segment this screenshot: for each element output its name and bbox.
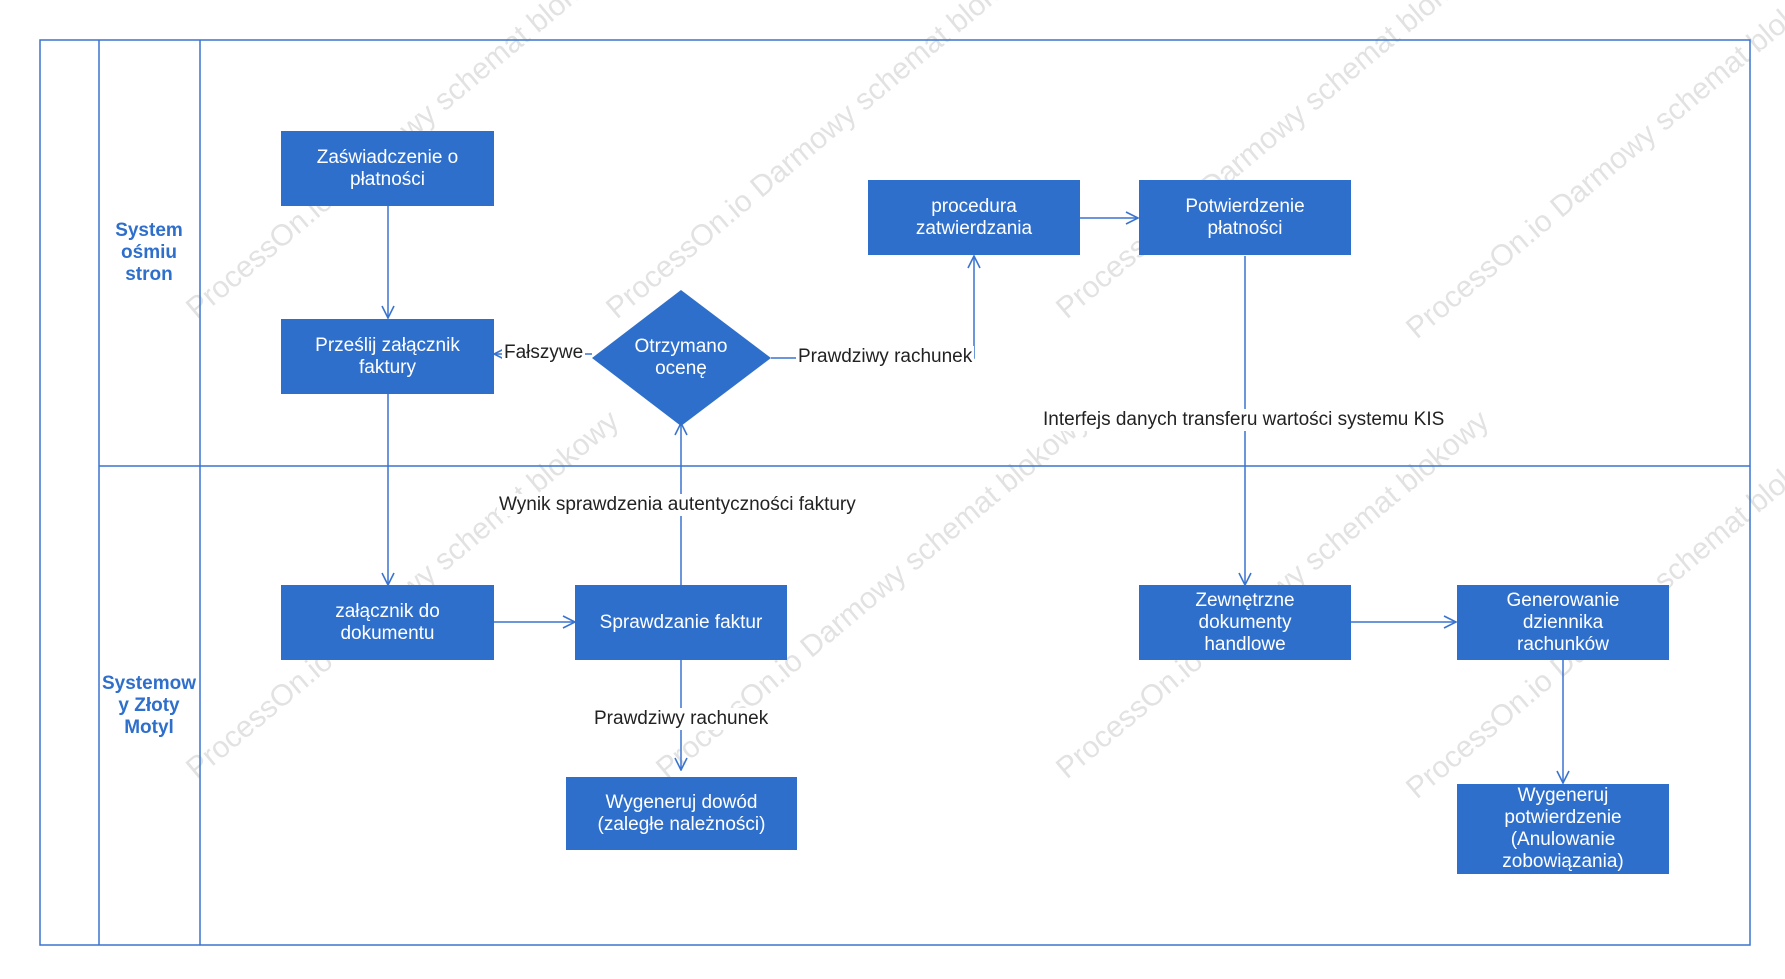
- decision-diamond: [592, 290, 771, 426]
- node-sprawdzanie[interactable]: Sprawdzanie faktur: [575, 585, 787, 660]
- node-procedura[interactable]: procedura zatwierdzania: [868, 180, 1080, 255]
- edge-label-falszywe: Fałszywe: [502, 342, 586, 364]
- lane-label-top: System ośmiu stron: [115, 220, 183, 285]
- lane-label-bottom: Systemow y Złoty Motyl: [102, 672, 196, 738]
- edge-label-interfejs: Interfejs danych transferu wartości syst…: [1041, 409, 1447, 431]
- node-zewnetrzne[interactable]: Zewnętrzne dokumenty handlowe: [1139, 585, 1351, 660]
- node-zalacznik[interactable]: załącznik do dokumentu: [281, 585, 494, 660]
- edge-label-prawdziwy-top: Prawdziwy rachunek: [796, 346, 975, 368]
- edge-otrzymano-procedura: [771, 256, 974, 359]
- node-przeslij[interactable]: Prześlij załącznik faktury: [281, 319, 494, 394]
- edge-label-wynik: Wynik sprawdzenia autentyczności faktury: [497, 494, 858, 516]
- node-potwierdzenie[interactable]: Potwierdzenie płatności: [1139, 180, 1351, 255]
- node-zaswiadczenie[interactable]: Zaświadczenie o płatności: [281, 131, 494, 206]
- node-wygeneruj-dowod[interactable]: Wygeneruj dowód (zaległe należności): [566, 777, 797, 850]
- edge-label-prawdziwy-bottom: Prawdziwy rachunek: [592, 708, 771, 730]
- node-wygeneruj-potwierdzenie[interactable]: Wygeneruj potwierdzenie (Anulowanie zobo…: [1457, 784, 1669, 874]
- node-generowanie[interactable]: Generowanie dziennika rachunków: [1457, 585, 1669, 660]
- node-otrzymano-label[interactable]: Otrzymano ocenę: [634, 336, 728, 379]
- swimlane-frame: [39, 39, 1751, 946]
